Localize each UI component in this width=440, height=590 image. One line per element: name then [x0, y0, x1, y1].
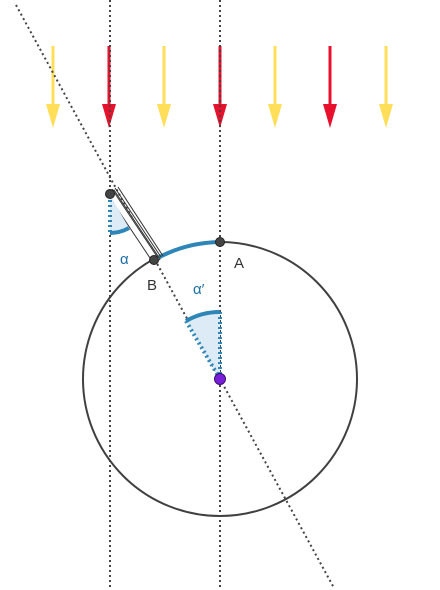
label-point-a: A: [234, 255, 244, 272]
angle-alpha-sector: [110, 195, 129, 234]
label-point-b: B: [147, 277, 157, 294]
angle-alpha-prime-sector: [186, 311, 220, 379]
point-earth-center: [214, 373, 226, 385]
gnomon-stick: [107, 186, 164, 265]
point-gnomon-top: [105, 189, 115, 199]
sun-ray-arrow: [157, 46, 171, 128]
point-a: [215, 237, 225, 247]
label-angle-alpha: α: [120, 251, 129, 268]
point-b: [149, 255, 159, 265]
sun-ray-arrow: [46, 46, 60, 128]
sun-rays: [46, 46, 393, 128]
diagonal-guide-line: [15, 4, 335, 589]
sun-ray-arrow: [323, 46, 337, 128]
angle-alpha-arc: [109, 226, 130, 236]
sun-ray-arrow: [268, 46, 282, 128]
sun-ray-arrow: [379, 46, 393, 128]
arc-a-b: [153, 240, 221, 262]
label-angle-alpha-prime: α′: [193, 281, 205, 298]
